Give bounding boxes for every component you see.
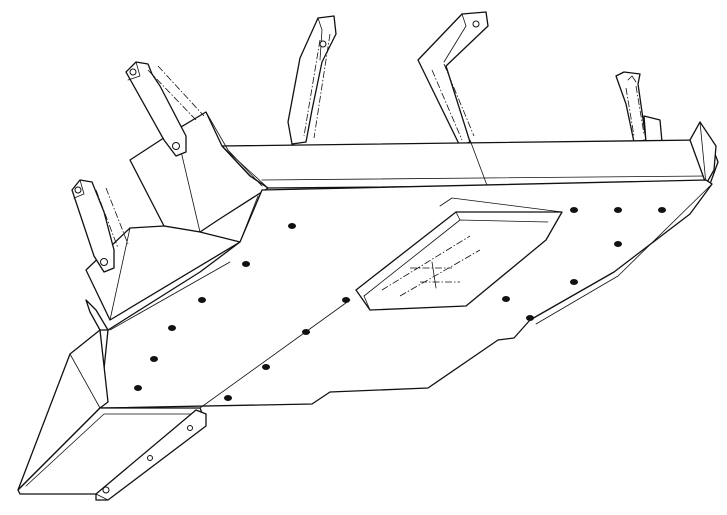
mounting-hole bbox=[150, 356, 158, 362]
mounting-hole bbox=[288, 223, 296, 229]
left-side-housing bbox=[85, 111, 269, 321]
mounting-hole bbox=[570, 279, 578, 285]
bracket-rear-right bbox=[615, 71, 663, 143]
mounting-hole bbox=[658, 207, 666, 213]
mounting-hole bbox=[342, 297, 350, 303]
mounting-hole bbox=[302, 329, 310, 335]
center-recessed-panel bbox=[355, 197, 563, 311]
front-nose bbox=[17, 299, 109, 491]
mounting-hole bbox=[614, 207, 622, 213]
mounting-holes bbox=[134, 207, 666, 401]
bracket-front-left-lower bbox=[71, 179, 129, 273]
mounting-hole bbox=[198, 297, 206, 303]
rear-cross-beam bbox=[221, 121, 719, 189]
mounting-hole bbox=[570, 207, 578, 213]
bracket-front-left-upper bbox=[125, 61, 205, 157]
mounting-hole bbox=[502, 296, 510, 302]
mounting-hole bbox=[526, 315, 534, 321]
front-mount-flange bbox=[95, 409, 207, 501]
bracket-rear-middle bbox=[287, 15, 337, 145]
bracket-rear-center bbox=[417, 11, 489, 147]
mounting-hole bbox=[168, 325, 176, 331]
mounting-hole bbox=[242, 261, 250, 267]
mounting-hole bbox=[614, 241, 622, 247]
mounting-hole bbox=[262, 364, 270, 370]
mounting-hole bbox=[134, 385, 142, 391]
mounting-hole bbox=[224, 395, 232, 401]
